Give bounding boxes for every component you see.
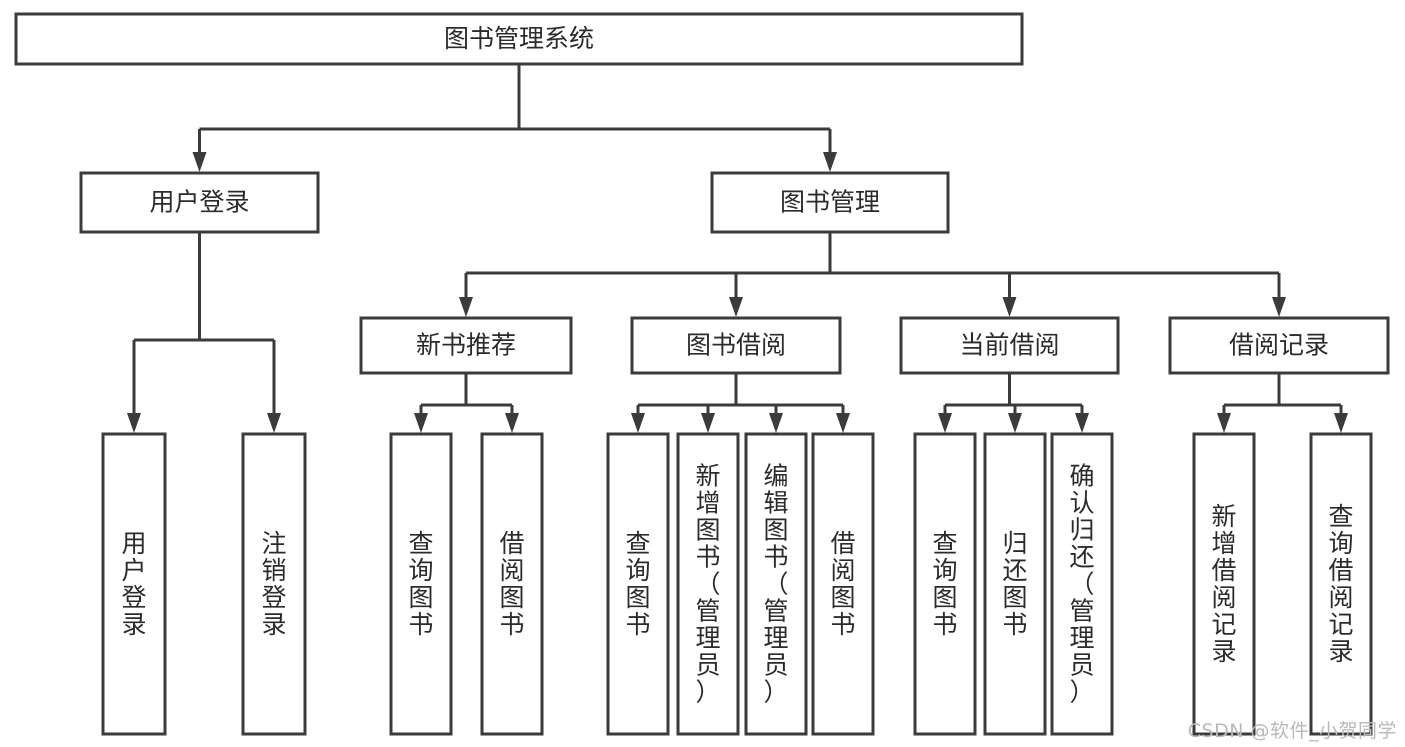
node-leaf-user-login[interactable]: 用户登录 <box>101 432 167 736</box>
node-label: 图书借阅 <box>686 331 786 360</box>
node-box <box>606 432 670 736</box>
node-label: 查询图书 <box>625 529 650 639</box>
arrow-head <box>1002 297 1017 317</box>
node-box <box>389 432 453 736</box>
node-current-borrow[interactable]: 当前借阅 <box>899 316 1120 375</box>
node-leaf-return-book[interactable]: 归还图书 <box>983 432 1047 736</box>
arrow-head <box>1008 413 1022 433</box>
node-box <box>913 432 977 736</box>
arrow-head <box>414 413 428 433</box>
arrow-head <box>836 413 850 433</box>
connector-user-login <box>127 232 281 433</box>
arrow-head <box>701 413 715 433</box>
node-label: 新书推荐 <box>416 331 516 360</box>
node-box <box>480 432 544 736</box>
arrow-head <box>505 413 519 433</box>
node-label: 注销登录 <box>261 529 286 639</box>
node-new-book-recommend[interactable]: 新书推荐 <box>359 316 573 375</box>
node-label: 查询图书 <box>408 529 433 639</box>
node-leaf-logout-login[interactable]: 注销登录 <box>241 432 307 736</box>
node-box <box>983 432 1047 736</box>
connector-new-book-recommend <box>414 373 519 433</box>
node-box <box>241 432 307 736</box>
arrow-head <box>938 413 952 433</box>
node-label: 查询图书 <box>932 529 957 639</box>
node-box <box>744 432 808 736</box>
node-leaf-borrow-book-1[interactable]: 借阅图书 <box>480 432 544 736</box>
node-label: 确认归还（管理员） <box>1069 462 1094 707</box>
node-label: 借阅记录 <box>1229 331 1329 360</box>
node-box <box>101 432 167 736</box>
node-box <box>79 171 320 234</box>
arrow-head <box>1272 297 1286 317</box>
arrow-head <box>127 413 141 433</box>
connector-book-management <box>459 232 1286 317</box>
arrow-head <box>729 297 743 317</box>
node-box <box>14 12 1024 66</box>
node-label: 图书管理 <box>780 188 880 217</box>
node-leaf-query-record[interactable]: 查询借阅记录 <box>1309 432 1373 736</box>
arrow-head <box>1075 413 1089 433</box>
arrow-head <box>1217 413 1231 433</box>
node-box <box>1309 432 1373 736</box>
node-box <box>359 316 573 375</box>
node-borrow-record[interactable]: 借阅记录 <box>1168 316 1390 375</box>
node-box <box>676 432 740 736</box>
node-box <box>1050 432 1114 736</box>
node-leaf-confirm-return[interactable]: 确认归还（管理员） <box>1050 432 1114 736</box>
node-book-borrow[interactable]: 图书借阅 <box>630 316 842 375</box>
node-label: 借阅图书 <box>830 529 855 639</box>
arrow-head <box>823 152 837 172</box>
node-leaf-add-book[interactable]: 新增图书（管理员） <box>676 432 740 736</box>
arrow-head <box>1334 413 1348 433</box>
node-book-management[interactable]: 图书管理 <box>710 171 950 234</box>
node-label: 用户登录 <box>149 188 249 217</box>
node-leaf-edit-book[interactable]: 编辑图书（管理员） <box>744 432 808 736</box>
node-leaf-borrow-book-2[interactable]: 借阅图书 <box>811 432 875 736</box>
node-leaf-query-book-2[interactable]: 查询图书 <box>606 432 670 736</box>
connector-borrow-record <box>1217 373 1348 433</box>
node-label: 当前借阅 <box>959 331 1059 360</box>
node-user-login[interactable]: 用户登录 <box>79 171 320 234</box>
node-leaf-add-record[interactable]: 新增借阅记录 <box>1192 432 1256 736</box>
node-label: 编辑图书（管理员） <box>763 462 788 707</box>
connector-book-borrow <box>631 373 850 433</box>
node-label: 查询借阅记录 <box>1328 502 1353 666</box>
node-label: 新增借阅记录 <box>1211 502 1236 666</box>
node-leaf-query-book-3[interactable]: 查询图书 <box>913 432 977 736</box>
node-layer: 图书管理系统用户登录图书管理新书推荐图书借阅当前借阅借阅记录用户登录注销登录查询… <box>14 12 1390 736</box>
node-box <box>1192 432 1256 736</box>
arrow-head <box>631 413 645 433</box>
arrow-head <box>769 413 783 433</box>
node-label: 新增图书（管理员） <box>695 462 720 707</box>
node-leaf-query-book-1[interactable]: 查询图书 <box>389 432 453 736</box>
connector-current-borrow <box>938 373 1089 433</box>
node-root[interactable]: 图书管理系统 <box>14 12 1024 66</box>
connector-layer <box>127 64 1348 433</box>
node-box <box>630 316 842 375</box>
node-label: 用户登录 <box>121 529 146 639</box>
node-box <box>899 316 1120 375</box>
node-label: 归还图书 <box>1002 529 1027 639</box>
arrow-head <box>267 413 281 433</box>
node-label: 图书管理系统 <box>444 24 594 53</box>
node-label: 借阅图书 <box>499 529 524 639</box>
node-box <box>710 171 950 234</box>
arrow-head <box>459 297 473 317</box>
arrow-head <box>192 152 207 172</box>
connector-root <box>192 64 837 172</box>
node-box <box>1168 316 1390 375</box>
node-box <box>811 432 875 736</box>
